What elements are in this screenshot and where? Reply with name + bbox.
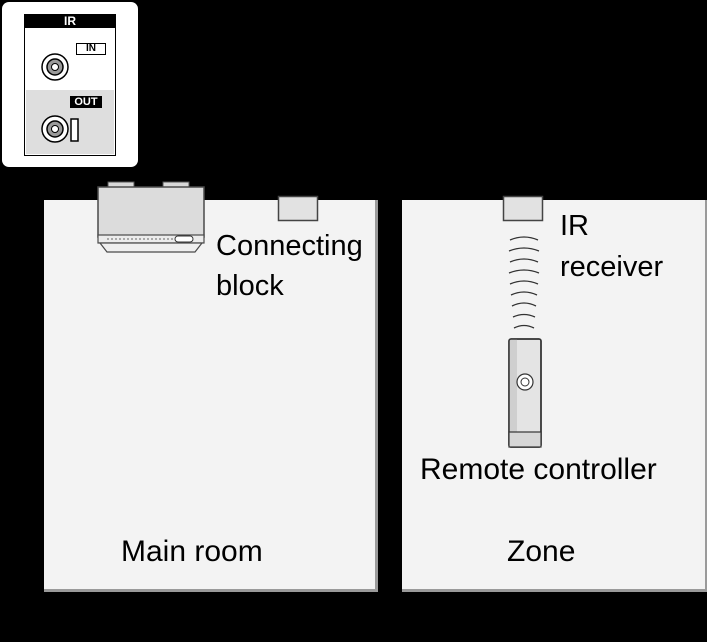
remote-controller-label: Remote controller [420,453,657,486]
ir-panel-header: IR [24,14,116,28]
ir-in-jack-icon [41,53,69,81]
ir-in-label: IN [76,43,106,55]
connecting-block-label-line2: block [216,270,284,302]
ir-out-jack-icon [41,115,79,143]
remote-controller-icon [508,338,542,448]
connecting-block-icon [97,181,205,253]
main-room-label: Main room [121,535,263,568]
ir-jacks [41,53,79,143]
zone-room [402,200,707,592]
main-room [44,200,378,592]
ir-receiver-label-line2: receiver [560,251,664,283]
ir-out-label: OUT [70,96,102,108]
zone-label: Zone [507,535,576,568]
ir-sensor-box-icon [277,195,319,222]
ir-receiver-label-line1: IR [560,210,589,242]
ir-terminal-panel: IR IN OUT [2,2,138,167]
ir-signal-waves-icon [508,236,540,329]
ir-receiver-icon [502,195,544,222]
connecting-block-label-line1: Connecting [216,230,363,262]
